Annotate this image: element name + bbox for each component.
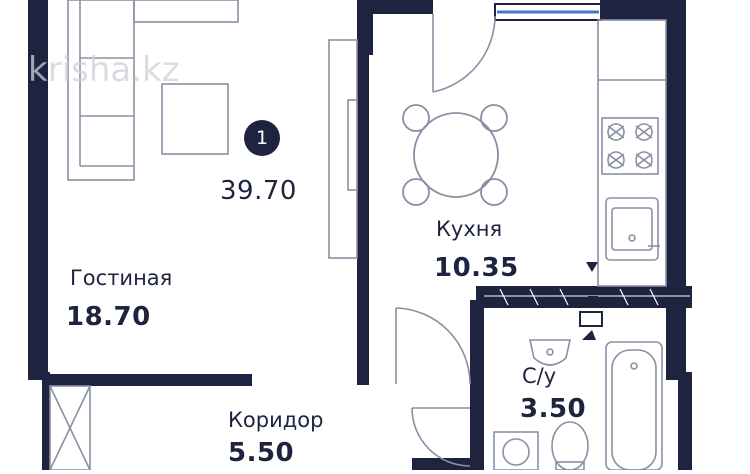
wall-living-bottom	[48, 374, 252, 386]
kitchen-window	[494, 3, 602, 21]
wardrobe	[49, 385, 91, 471]
wall-center	[357, 55, 369, 385]
wall-corridor-stub	[412, 458, 470, 470]
wall-left	[28, 0, 48, 380]
corridor-door	[395, 307, 471, 385]
kitchen-sink-icon	[605, 197, 660, 261]
bathroom-washbasin-icon	[529, 339, 571, 366]
wall-bath-left	[470, 300, 484, 470]
wall-right	[666, 0, 686, 380]
wall-kitchen-bottom	[476, 286, 692, 308]
living-room-area: 18.70	[66, 302, 151, 332]
living-room-name: Гостиная	[70, 266, 173, 290]
dining-table	[402, 104, 508, 206]
kitchen-area: 10.35	[434, 253, 519, 283]
watermark: krisha.kz	[28, 50, 180, 90]
kitchen-door	[432, 14, 496, 93]
sofa	[67, 0, 239, 181]
walls	[28, 0, 692, 470]
wall-bath-right-upper	[666, 286, 686, 376]
wall-hatch-marks	[499, 288, 659, 306]
apartment-number-badge: 1	[244, 120, 280, 156]
corridor-area: 5.50	[228, 438, 295, 468]
wall-top-kitchen-b	[600, 0, 666, 20]
ventilation-duct	[579, 311, 603, 327]
wall-left-lower	[42, 372, 50, 470]
kitchen-counter	[597, 19, 667, 287]
toilet-icon	[551, 421, 589, 471]
water-heater-icon	[586, 262, 598, 302]
wall-top-kitchen-a	[357, 0, 433, 14]
washing-machine-icon	[493, 431, 539, 471]
bath-fixture-marker	[582, 330, 596, 340]
wall-right-lower	[678, 372, 692, 470]
bathtub-icon	[605, 341, 663, 471]
coffee-table	[161, 83, 229, 155]
bathroom-name: С/у	[522, 364, 557, 388]
bathroom-area: 3.50	[520, 394, 587, 424]
total-area-label: 39.70	[220, 176, 297, 206]
stove-icon	[601, 117, 659, 175]
kitchen-name: Кухня	[436, 217, 503, 241]
corridor-name: Коридор	[228, 408, 324, 432]
bathroom-door	[411, 407, 471, 467]
tv-cabinet	[328, 39, 358, 259]
